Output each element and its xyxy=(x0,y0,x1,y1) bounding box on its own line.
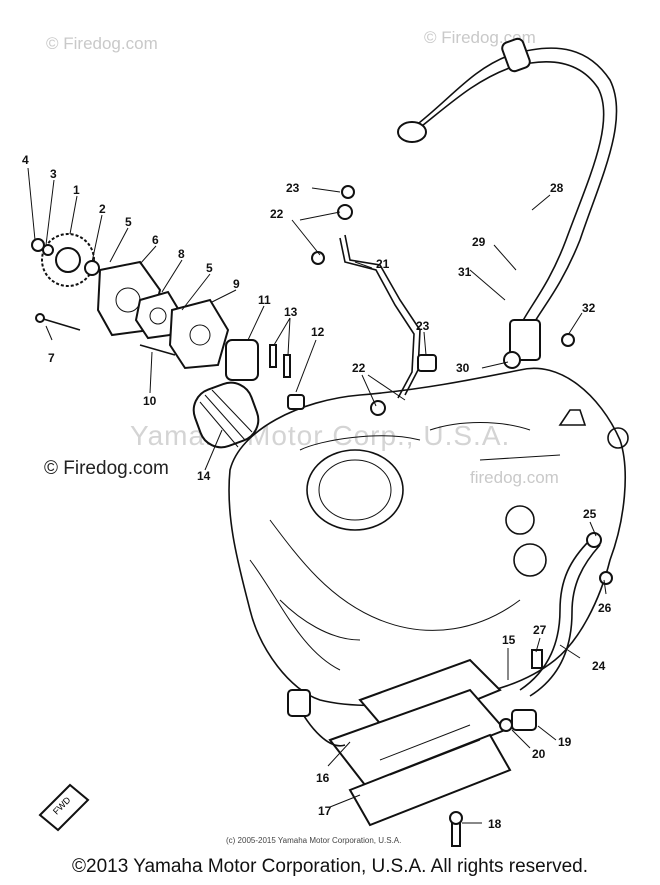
callout-2: 2 xyxy=(99,202,106,216)
callout-11: 11 xyxy=(258,293,271,307)
watermark-center: Yamaha Motor Corp., U.S.A. xyxy=(130,420,511,451)
callout-32: 32 xyxy=(582,301,596,315)
watermark-right-mid: firedog.com xyxy=(470,468,559,487)
callout-27: 27 xyxy=(533,623,547,637)
fwd-arrow: FWD xyxy=(38,783,90,832)
callout-7: 7 xyxy=(48,351,55,365)
callout-5b: 5 xyxy=(206,261,213,275)
callout-numbers: 4 3 1 2 5 6 8 5 9 11 7 10 13 12 14 23 22… xyxy=(22,153,612,831)
callout-12: 12 xyxy=(311,325,325,339)
watermark-top-left: © Firedog.com xyxy=(46,34,158,53)
callout-8: 8 xyxy=(178,247,185,261)
callout-19: 19 xyxy=(558,735,572,749)
callout-31: 31 xyxy=(458,265,472,279)
callout-25: 25 xyxy=(583,507,597,521)
callout-24: 24 xyxy=(592,659,606,673)
small-copyright: (c) 2005-2015 Yamaha Motor Corporation, … xyxy=(226,836,402,845)
hose-28 xyxy=(397,37,618,369)
oil-pump-assembly xyxy=(31,233,305,449)
firedog-label: © Firedog.com xyxy=(44,458,169,479)
callout-23b: 23 xyxy=(416,319,430,333)
callout-21: 21 xyxy=(376,257,390,271)
callout-29: 29 xyxy=(472,235,486,249)
oil-pipe-21 xyxy=(311,185,437,416)
callout-1: 1 xyxy=(73,183,80,197)
callout-22a: 22 xyxy=(270,207,284,221)
callout-23a: 23 xyxy=(286,181,300,195)
callout-14: 14 xyxy=(197,469,211,483)
callout-20: 20 xyxy=(532,747,546,761)
callout-13: 13 xyxy=(284,305,298,319)
callout-15: 15 xyxy=(502,633,516,647)
footer-copyright: ©2013 Yamaha Motor Corporation, U.S.A. A… xyxy=(72,856,588,877)
callout-30: 30 xyxy=(456,361,470,375)
callout-9: 9 xyxy=(233,277,240,291)
callout-28: 28 xyxy=(550,181,564,195)
callout-5a: 5 xyxy=(125,215,132,229)
strainer-cover xyxy=(287,658,537,847)
callout-4: 4 xyxy=(22,153,29,167)
callout-16: 16 xyxy=(316,771,330,785)
leader-lines xyxy=(27,167,607,824)
callout-3: 3 xyxy=(50,167,57,181)
callout-10: 10 xyxy=(143,394,157,408)
crankcase xyxy=(228,367,629,707)
callout-26: 26 xyxy=(598,601,612,615)
callout-6: 6 xyxy=(152,233,159,247)
oil-pipe-24 xyxy=(519,532,613,697)
callout-18: 18 xyxy=(488,817,502,831)
callout-22b: 22 xyxy=(352,361,366,375)
callout-17: 17 xyxy=(318,804,332,818)
